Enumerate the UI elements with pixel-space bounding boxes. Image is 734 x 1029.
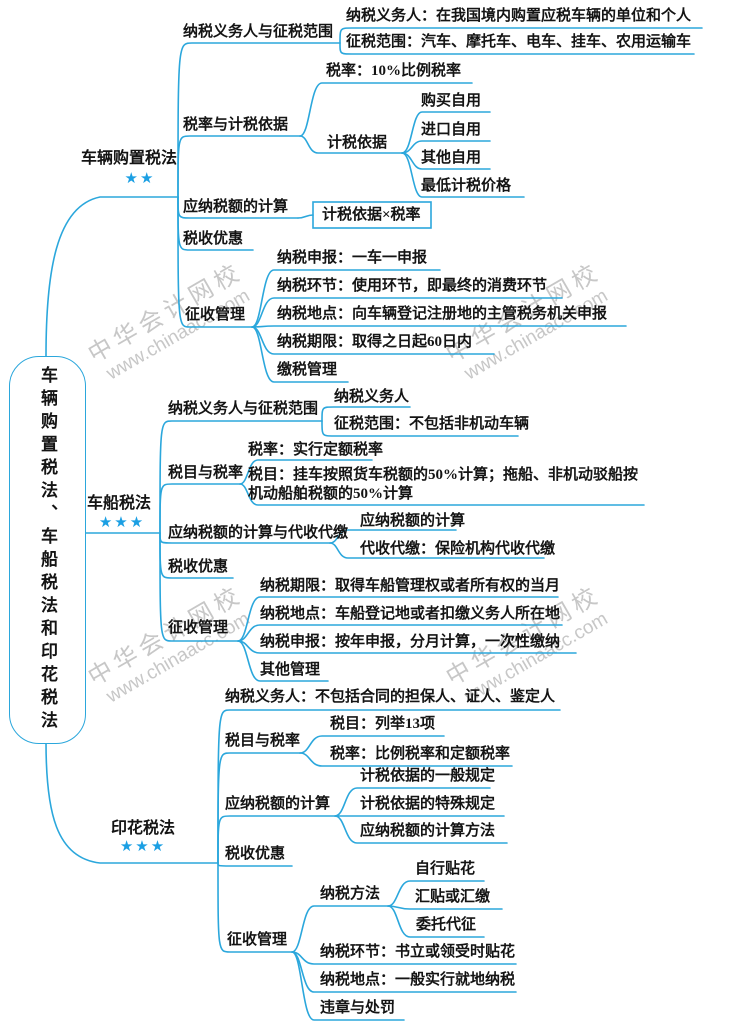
node-b3-n5-4: 违章与处罚 — [320, 1000, 396, 1016]
node-b2-n5-2: 纳税地点：车船登记地或者扣缴义务人所在地 — [260, 606, 561, 622]
node-b1-n2-2: 计税依据 — [327, 135, 388, 151]
b2-importance-stars: ★★★ — [98, 513, 146, 531]
node-b3-n5-1-2: 汇贴或汇缴 — [415, 889, 491, 905]
node-b1-n5-4: 纳税期限：取得之日起60日内 — [277, 334, 473, 350]
node-b2-n2: 税目与税率 — [168, 465, 244, 481]
node-b3-n1: 纳税义务人：不包括合同的担保人、证人、鉴定人 — [225, 689, 556, 705]
node-b2-n3-1: 应纳税额的计算 — [360, 513, 466, 529]
b1-importance-stars: ★★ — [124, 169, 156, 187]
root-connectors — [45, 196, 219, 864]
node-b1-n5-3: 纳税地点：向车辆登记注册地的主管税务机关申报 — [277, 306, 608, 322]
node-b2-n5-3: 纳税申报：按年申报，分月计算，一次性缴纳 — [260, 634, 561, 650]
node-b1-n2: 税率与计税依据 — [183, 117, 289, 133]
node-b1-n1-1: 纳税义务人：在我国境内购置应税车辆的单位和个人 — [346, 8, 692, 24]
node-b2-n3-2: 代收代缴：保险机构代收代缴 — [360, 541, 556, 557]
node-b1-n4: 税收优惠 — [183, 231, 244, 247]
b3-importance-stars: ★★★ — [119, 837, 167, 855]
node-b1-n2-2-3: 其他自用 — [421, 150, 482, 166]
node-b3-n2: 税目与税率 — [225, 733, 301, 749]
node-b1-n1-2: 征税范围：汽车、摩托车、电车、挂车、农用运输车 — [346, 34, 692, 50]
branch1-connectors — [177, 27, 703, 383]
node-b3-label: 印花税法 — [111, 820, 176, 837]
node-b2-n4: 税收优惠 — [168, 559, 229, 575]
root-topic-label: 车辆购置税法、车船税法和印花税法 — [38, 366, 57, 734]
node-b3-n5-1-3: 委托代征 — [416, 917, 477, 933]
node-b2-n1-2: 征税范围：不包括非机动车辆 — [334, 416, 530, 432]
node-b2-n2-1: 税率：实行定额税率 — [248, 442, 384, 458]
node-b3-n5-3: 纳税地点：一般实行就地纳税 — [320, 972, 516, 988]
formula-box — [312, 201, 432, 229]
node-b1-n5: 征收管理 — [185, 307, 246, 323]
root-topic-box: 车辆购置税法、车船税法和印花税法 — [9, 356, 86, 744]
node-b1-n5-2: 纳税环节：使用环节，即最终的消费环节 — [277, 278, 548, 294]
node-b1-n5-1: 纳税申报：一车一申报 — [277, 250, 428, 266]
branch2-connectors — [159, 406, 645, 682]
node-b2-n1-1: 纳税义务人 — [334, 389, 410, 405]
node-b3-n5-1-1: 自行贴花 — [415, 861, 476, 877]
node-b2-label: 车船税法 — [87, 495, 152, 512]
node-b3-n3-2: 计税依据的特殊规定 — [360, 796, 496, 812]
node-b3-n5-1: 纳税方法 — [320, 886, 381, 902]
node-b3-n4: 税收优惠 — [225, 846, 286, 862]
node-b1-n5-5: 缴税管理 — [277, 362, 338, 378]
node-b1-n2-2-4: 最低计税价格 — [421, 178, 512, 194]
node-b2-n1: 纳税义务人与征税范围 — [168, 401, 319, 417]
node-b3-n2-1: 税目：列举13项 — [330, 716, 436, 732]
node-b3-n3: 应纳税额的计算 — [225, 796, 331, 812]
node-b1-n2-2-2: 进口自用 — [421, 122, 482, 138]
node-b1-n1: 纳税义务人与征税范围 — [183, 24, 334, 40]
node-b2-n5: 征收管理 — [168, 620, 229, 636]
node-b2-n5-4: 其他管理 — [260, 662, 321, 678]
node-b1-n2-1: 税率：10%比例税率 — [326, 63, 462, 79]
node-b2-n5-1: 纳税期限：取得车船管理权或者所有权的当月 — [260, 578, 561, 594]
node-b3-n3-3: 应纳税额的计算方法 — [360, 823, 496, 839]
node-b1-label: 车辆购置税法 — [81, 150, 178, 167]
node-b1-n2-2-1: 购买自用 — [421, 93, 482, 109]
node-b3-n3-1: 计税依据的一般规定 — [360, 768, 496, 784]
node-b3-n5-2: 纳税环节：书立或领受时贴花 — [320, 944, 516, 960]
node-b2-n3: 应纳税额的计算与代收代缴 — [168, 525, 349, 541]
node-b1-n3-1-formula: 计税依据×税率 — [322, 207, 421, 223]
node-b3-n2-2: 税率：比例税率和定额税率 — [330, 746, 511, 762]
branch3-connectors — [217, 709, 561, 1021]
node-b1-n3: 应纳税额的计算 — [183, 199, 289, 215]
node-b3-n5: 征收管理 — [227, 932, 288, 948]
node-b2-n2-2: 税目：挂车按照货车税额的50%计算；拖船、非机动驳船按机动船舶税额的50%计算 — [248, 467, 639, 502]
